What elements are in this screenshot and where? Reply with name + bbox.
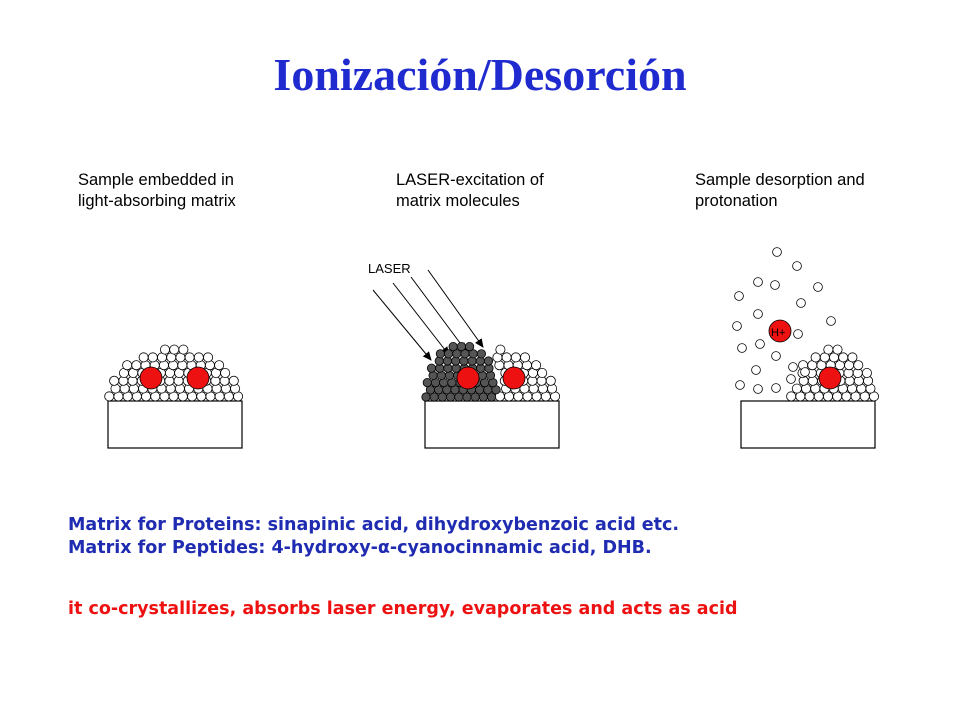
desorbed-matrix-molecule <box>772 247 782 257</box>
matrix-molecule <box>214 360 225 371</box>
step1-caption: Sample embedded in light-absorbing matri… <box>78 170 236 212</box>
desorbed-matrix-molecule <box>796 298 806 308</box>
matrix-molecule <box>495 344 506 355</box>
matrix-molecule <box>810 352 821 363</box>
matrix-molecule <box>193 352 204 363</box>
panel-desorption: H+ <box>732 247 879 449</box>
matrix-notes: Matrix for Proteins: sinapinic acid, dih… <box>68 514 679 560</box>
sample-plate <box>740 400 876 449</box>
desorbed-matrix-molecule <box>792 261 802 271</box>
desorbed-matrix-molecule <box>771 383 781 393</box>
matrix-molecule <box>147 352 158 363</box>
laser-beam-arrow <box>427 269 484 348</box>
laser-label: LASER <box>368 261 411 276</box>
desorbed-matrix-molecule <box>753 309 763 319</box>
matrix-molecule <box>184 352 195 363</box>
matrix-molecule <box>160 344 171 355</box>
step1-caption-line2: light-absorbing matrix <box>78 192 236 210</box>
step3-caption-line1: Sample desorption and <box>695 171 865 189</box>
matrix-molecule <box>531 360 542 371</box>
excited-matrix-molecule <box>486 392 497 402</box>
desorbed-matrix-molecule <box>826 316 836 326</box>
matrix-molecule <box>131 360 142 371</box>
desorbed-matrix-molecule <box>753 277 763 287</box>
excited-matrix-molecule <box>435 349 445 359</box>
desorbed-matrix-molecule <box>751 365 761 375</box>
excited-matrix-molecule <box>448 341 458 352</box>
panel-sample-embedded <box>104 344 244 449</box>
matrix-molecule <box>220 367 231 378</box>
matrix-molecule <box>228 375 239 386</box>
matrix-molecule <box>109 375 120 386</box>
analyte-molecule <box>186 366 210 390</box>
analyte-molecule <box>502 366 526 390</box>
analyte-molecule <box>139 366 163 390</box>
desorbed-matrix-molecule <box>737 343 747 353</box>
matrix-molecule <box>861 367 872 378</box>
laser-beam-arrow <box>410 276 467 352</box>
analyte-molecule <box>456 366 480 390</box>
desorbed-matrix-molecule <box>788 362 798 372</box>
matrix-property-note: it co-crystallizes, absorbs laser energy… <box>68 599 738 619</box>
desorbed-matrix-molecule <box>755 339 765 349</box>
matrix-molecule <box>545 375 556 386</box>
step2-caption: LASER-excitation of matrix molecules <box>396 170 544 212</box>
matrix-molecule <box>178 344 189 355</box>
matrix-molecule <box>838 352 849 363</box>
matrix-molecule <box>203 352 214 363</box>
excited-matrix-molecule <box>426 363 437 373</box>
matrix-molecule <box>169 344 180 355</box>
matrix-molecule <box>786 391 797 402</box>
matrix-molecule <box>832 344 843 355</box>
matrix-molecule <box>501 352 512 363</box>
step1-caption-line1: Sample embedded in <box>78 171 234 189</box>
matrix-molecule <box>847 352 858 363</box>
sample-plate <box>107 400 243 449</box>
desorbed-matrix-molecule <box>771 351 781 361</box>
matrix-molecule <box>537 367 548 378</box>
desorbed-matrix-molecule <box>793 329 803 339</box>
excited-matrix-molecule <box>464 341 475 352</box>
matrix-molecule <box>138 352 149 363</box>
matrix-molecule <box>823 344 834 355</box>
laser-beam-arrow <box>392 282 450 356</box>
step2-caption-line2: matrix molecules <box>396 192 520 210</box>
desorbed-matrix-plume <box>732 247 836 394</box>
proteins-matrix-note: Matrix for Proteins: sinapinic acid, dih… <box>68 515 680 535</box>
step3-caption: Sample desorption and protonation <box>695 170 865 212</box>
step3-caption-line2: protonation <box>695 192 778 210</box>
matrix-molecule <box>791 383 802 394</box>
desorbed-matrix-molecule <box>734 291 744 301</box>
desorbed-matrix-molecule <box>770 280 780 290</box>
peptides-matrix-note: Matrix for Peptides: 4-hydroxy-α-cyanoci… <box>68 538 652 558</box>
excited-matrix-molecule <box>456 341 466 352</box>
panel-laser-excitation: LASER <box>368 261 561 449</box>
laser-beam-arrow <box>372 289 432 361</box>
matrix-crystals <box>492 344 561 402</box>
matrix-molecule <box>510 352 521 363</box>
desorbed-analyte-ion <box>768 319 792 343</box>
desorbed-matrix-molecule <box>732 321 742 331</box>
slide-title: Ionización/Desorción <box>273 49 687 100</box>
matrix-crystals <box>104 344 244 402</box>
excited-matrix-molecule <box>476 349 486 359</box>
sample-plate <box>424 400 560 449</box>
matrix-molecule <box>122 360 133 371</box>
excited-matrix-molecule <box>483 356 494 366</box>
matrix-molecule <box>104 391 115 402</box>
desorbed-matrix-molecule <box>813 282 823 292</box>
excited-matrix-molecule <box>422 377 432 388</box>
proton-label: H+ <box>771 327 785 339</box>
desorbed-matrix-molecule <box>800 367 810 377</box>
matrix-molecule <box>520 352 531 363</box>
desorbed-matrix-molecule <box>786 374 796 384</box>
matrix-molecule <box>853 360 864 371</box>
desorbed-matrix-molecule <box>753 384 763 394</box>
step2-caption-line1: LASER-excitation of <box>396 171 544 189</box>
analyte-molecule <box>818 366 842 390</box>
desorbed-matrix-molecule <box>735 380 745 390</box>
